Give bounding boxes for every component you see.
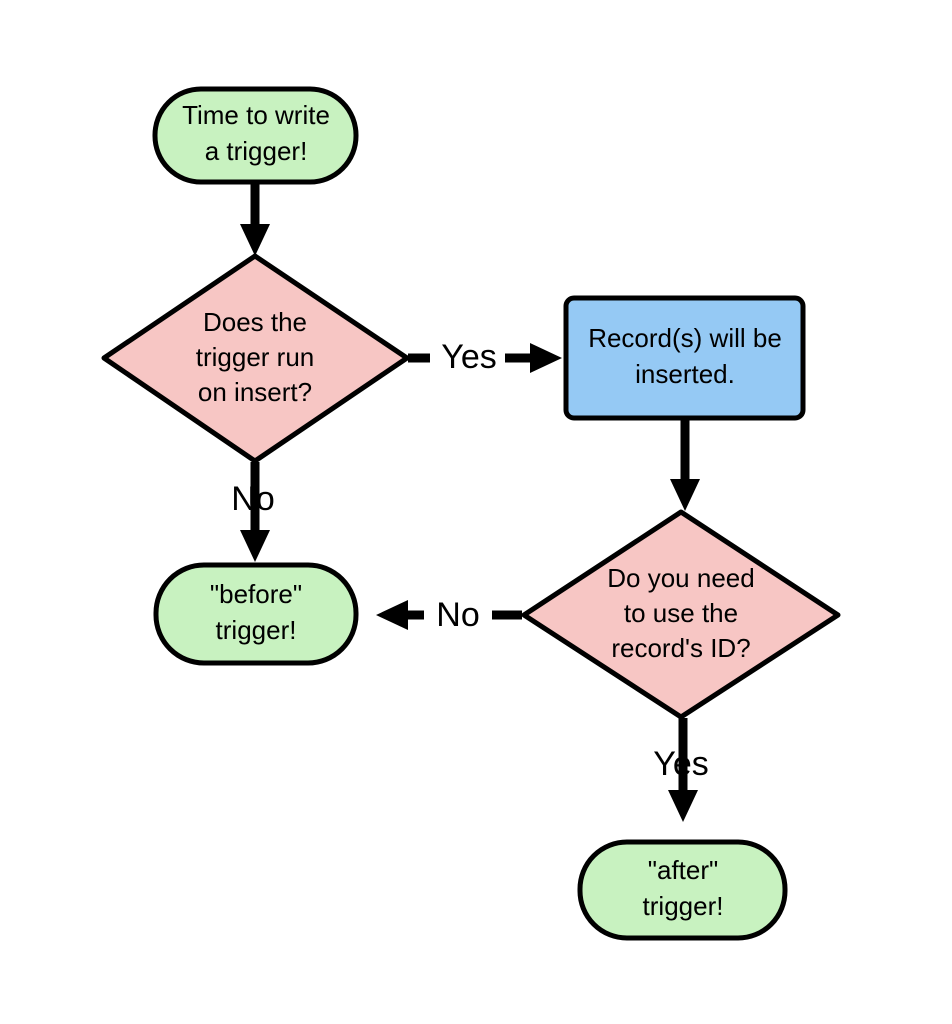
edge-decision-record-id-no: No	[376, 596, 522, 634]
arrowhead-icon	[240, 224, 270, 256]
node-after-trigger-line-2: trigger!	[643, 891, 724, 921]
arrowhead-icon	[670, 479, 700, 511]
node-records-inserted-line-2: inserted.	[635, 359, 735, 389]
node-start-line-2: a trigger!	[205, 136, 308, 166]
arrowhead-icon	[376, 600, 408, 630]
edge-decision-insert-yes: Yes	[408, 338, 562, 376]
node-records-inserted[interactable]: Record(s) will be inserted.	[563, 295, 806, 421]
node-before-trigger-line-1: "before"	[210, 579, 302, 609]
node-start-shape[interactable]	[152, 86, 359, 185]
edge-decision-record-id-yes: Yes	[653, 718, 709, 822]
node-before-trigger[interactable]: "before" trigger!	[153, 562, 359, 666]
edge-label-yes-insert: Yes	[441, 338, 496, 376]
edge-decision-insert-no: No	[231, 462, 275, 562]
node-records-inserted-shape[interactable]	[563, 295, 806, 421]
node-decision-record-id[interactable]: Do you need to use the record's ID?	[521, 509, 841, 720]
node-records-inserted-line-1: Record(s) will be	[588, 323, 782, 353]
arrowhead-icon	[530, 343, 562, 373]
node-after-trigger[interactable]: "after" trigger!	[577, 839, 788, 941]
edge-label-yes-record-id: Yes	[653, 745, 708, 783]
node-decision-record-id-line-3: record's ID?	[611, 633, 750, 663]
node-decision-insert-line-2: trigger run	[196, 342, 315, 372]
node-before-trigger-line-2: trigger!	[216, 615, 297, 645]
node-decision-insert-shape[interactable]	[101, 253, 410, 464]
edge-start-to-decision-insert	[240, 183, 270, 256]
node-decision-insert[interactable]: Does the trigger run on insert?	[101, 253, 410, 464]
node-decision-insert-line-1: Does the	[203, 307, 307, 337]
arrowhead-icon	[668, 790, 698, 822]
node-decision-record-id-line-1: Do you need	[607, 563, 754, 593]
edge-records-inserted-to-decision-record-id	[670, 420, 700, 511]
node-after-trigger-shape[interactable]	[577, 839, 788, 941]
node-start[interactable]: Time to write a trigger!	[152, 86, 359, 185]
node-after-trigger-line-1: "after"	[648, 855, 718, 885]
node-before-trigger-shape[interactable]	[153, 562, 359, 666]
node-decision-insert-line-3: on insert?	[198, 377, 312, 407]
edge-label-no-record-id: No	[436, 596, 479, 634]
node-start-line-1: Time to write	[182, 100, 330, 130]
arrowhead-icon	[240, 530, 270, 562]
node-decision-record-id-shape[interactable]	[521, 509, 841, 720]
node-decision-record-id-line-2: to use the	[624, 598, 738, 628]
edge-label-no-insert: No	[231, 480, 274, 518]
